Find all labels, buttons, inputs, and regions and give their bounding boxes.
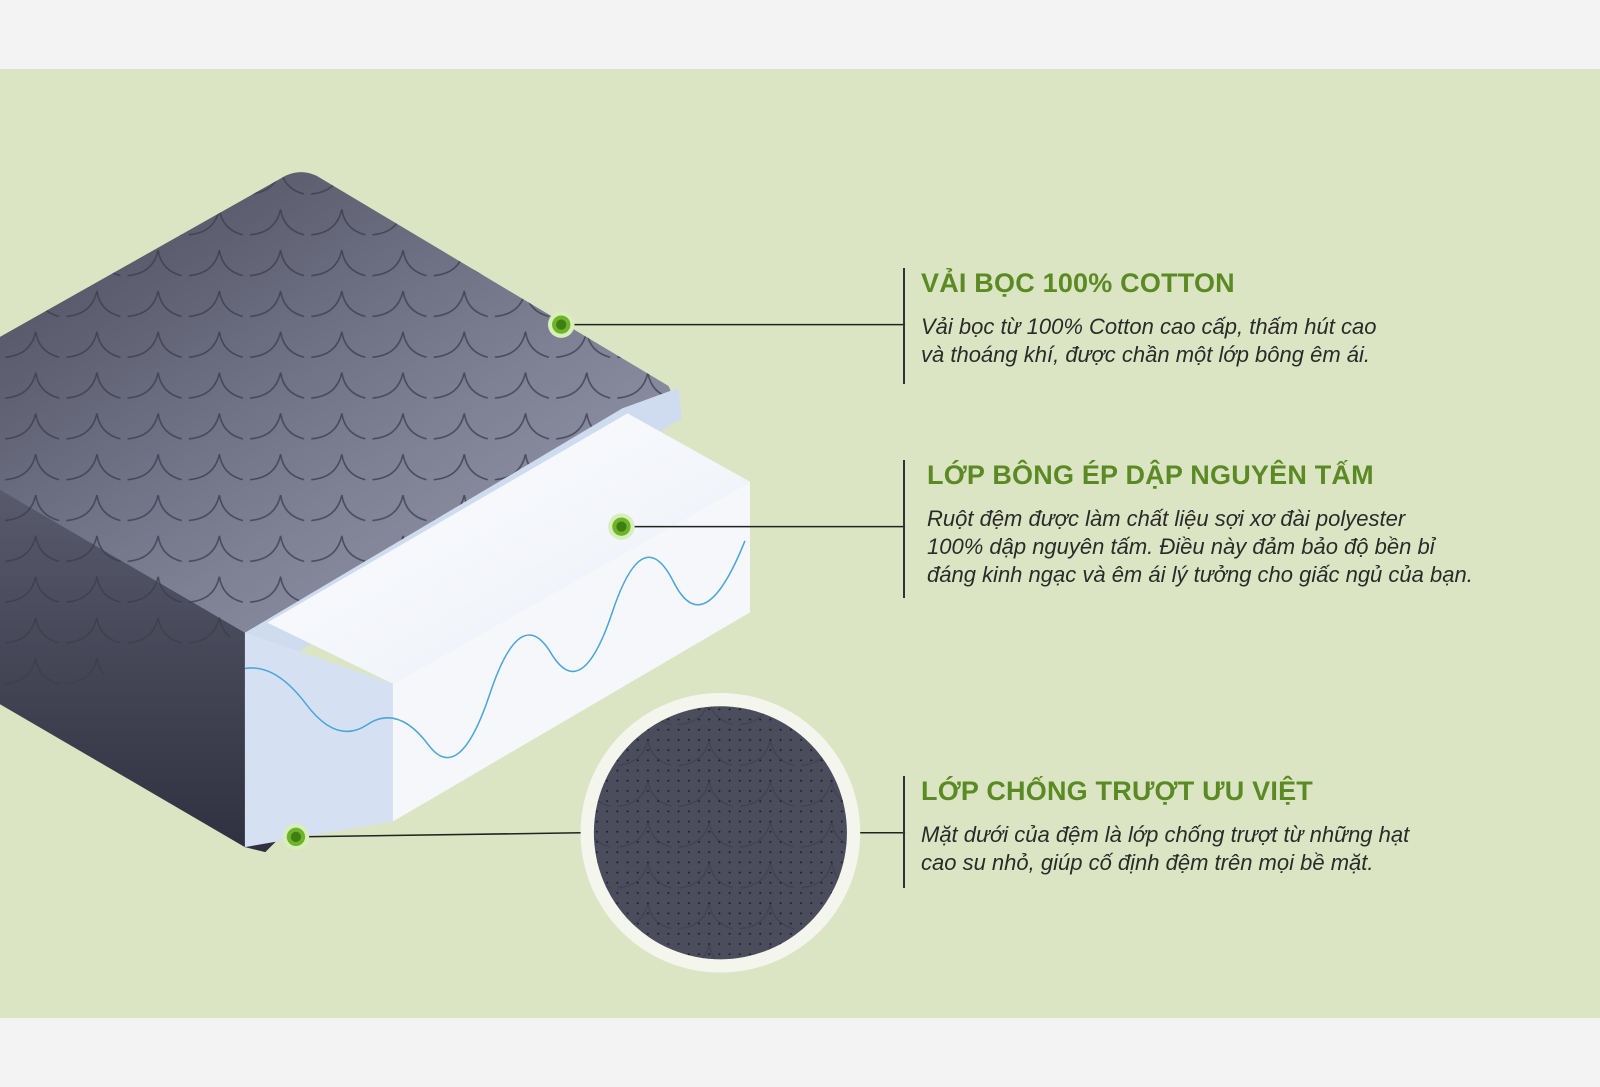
feature-foam: LỚP BÔNG ÉP DẬP NGUYÊN TẤM Ruột đệm được… [903,460,1473,598]
foam-top [267,413,750,684]
feature-title: VẢI BỌC 100% COTTON [921,268,1235,298]
feature-line: cao su nhỏ, giúp cố định đệm trên mọi bề… [921,850,1374,875]
feature-title: LỚP BÔNG ÉP DẬP NGUYÊN TẤM [927,460,1374,490]
feature-line: Vải bọc từ 100% Cotton cao cấp, thấm hút… [921,314,1377,339]
foam-front [392,481,750,822]
foam-side [244,632,393,848]
callout-dot-cotton [547,311,575,338]
feature-line: Mặt dưới của đệm là lớp chống trượt từ n… [921,822,1410,847]
callout-dot-antislip [282,823,310,851]
feature-line: đáng kinh ngạc và êm ái lý tưởng cho giấ… [927,562,1473,587]
feature-line: Ruột đệm được làm chất liệu sợi xơ đài p… [927,506,1406,531]
feature-title: LỚP CHỐNG TRƯỢT ƯU VIỆT [921,776,1313,806]
feature-line: 100% dập nguyên tấm. Điều này đảm bảo độ… [927,534,1435,559]
feature-line: và thoáng khí, được chần một lớp bông êm… [921,342,1371,367]
callout-dot-foam [608,513,635,540]
feature-antislip: LỚP CHỐNG TRƯỢT ƯU VIỆT Mặt dưới của đệm… [903,776,1409,888]
feature-cotton: VẢI BỌC 100% COTTON Vải bọc từ 100% Cott… [903,268,1376,384]
